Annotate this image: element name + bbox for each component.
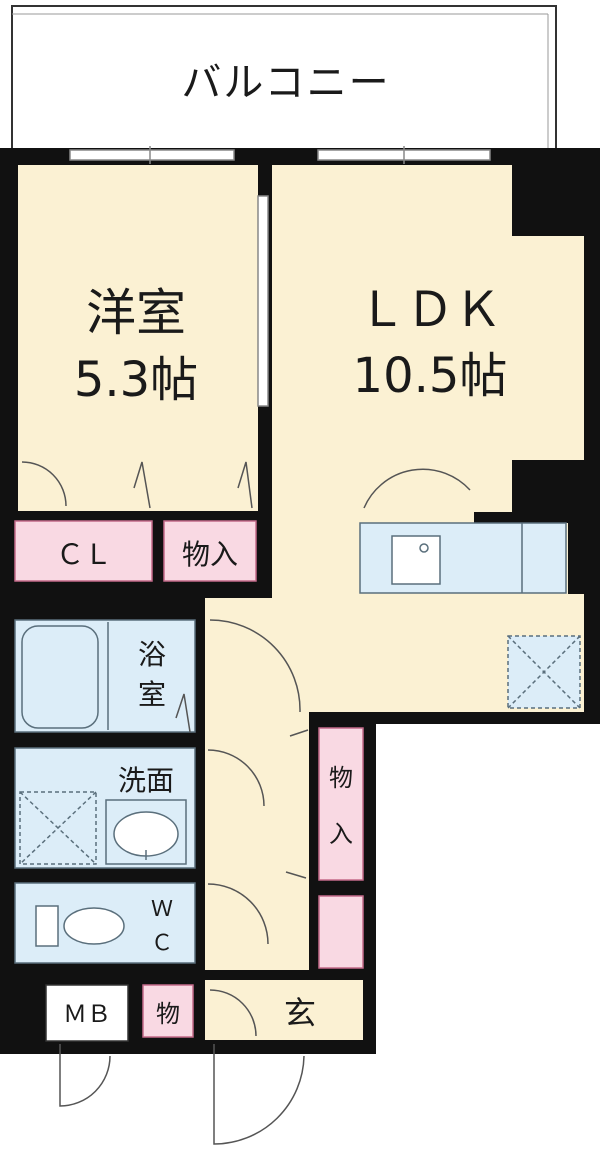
- hall-storage-label-1: 物: [329, 764, 353, 792]
- closet-area: [14, 520, 153, 582]
- kitchen-counter: [359, 522, 567, 594]
- washer-space: [19, 791, 97, 865]
- door-swings: [21, 461, 471, 1145]
- bath-label-1: 浴: [138, 638, 166, 671]
- hall-storage-area: [318, 727, 364, 881]
- western-room-floor: [18, 165, 258, 511]
- wash-basin: [105, 799, 187, 865]
- hall-storage-lower-area: [318, 895, 364, 969]
- wc-label-2: Ｃ: [151, 931, 173, 956]
- entrance-floor: [205, 980, 363, 1040]
- balcony-windows: [69, 146, 491, 164]
- kitchen-sink: [391, 535, 441, 585]
- bedroom-storage-label: 物入: [182, 538, 238, 571]
- hallway-floor: [205, 598, 309, 970]
- entry-storage-area: [142, 984, 194, 1038]
- bathtub: [21, 625, 99, 729]
- western-room-name: 洋室: [86, 284, 186, 342]
- entrance-label: 玄: [284, 994, 316, 1032]
- ldk-size: 10.5帖: [353, 348, 508, 404]
- wc-label-1: Ｗ: [151, 897, 173, 922]
- closet-label: ＣＬ: [56, 538, 112, 571]
- washroom-label: 洗面: [118, 764, 174, 797]
- balcony-area: [11, 5, 557, 153]
- toilet: [35, 905, 125, 947]
- fridge-space: [507, 635, 581, 709]
- meter-box-area: [45, 984, 129, 1042]
- meter-box-label: ＭＢ: [63, 1000, 111, 1028]
- balcony-label: バルコニー: [181, 60, 390, 106]
- sliding-partition: [257, 195, 269, 407]
- entry-storage-label: 物: [156, 1000, 180, 1028]
- hall-storage-label-2: 入: [329, 820, 353, 848]
- western-room-size: 5.3帖: [74, 352, 198, 408]
- bedroom-storage-area: [163, 520, 257, 582]
- ldk-name: ＬＤＫ: [358, 282, 502, 338]
- bath-label-2: 室: [138, 678, 166, 711]
